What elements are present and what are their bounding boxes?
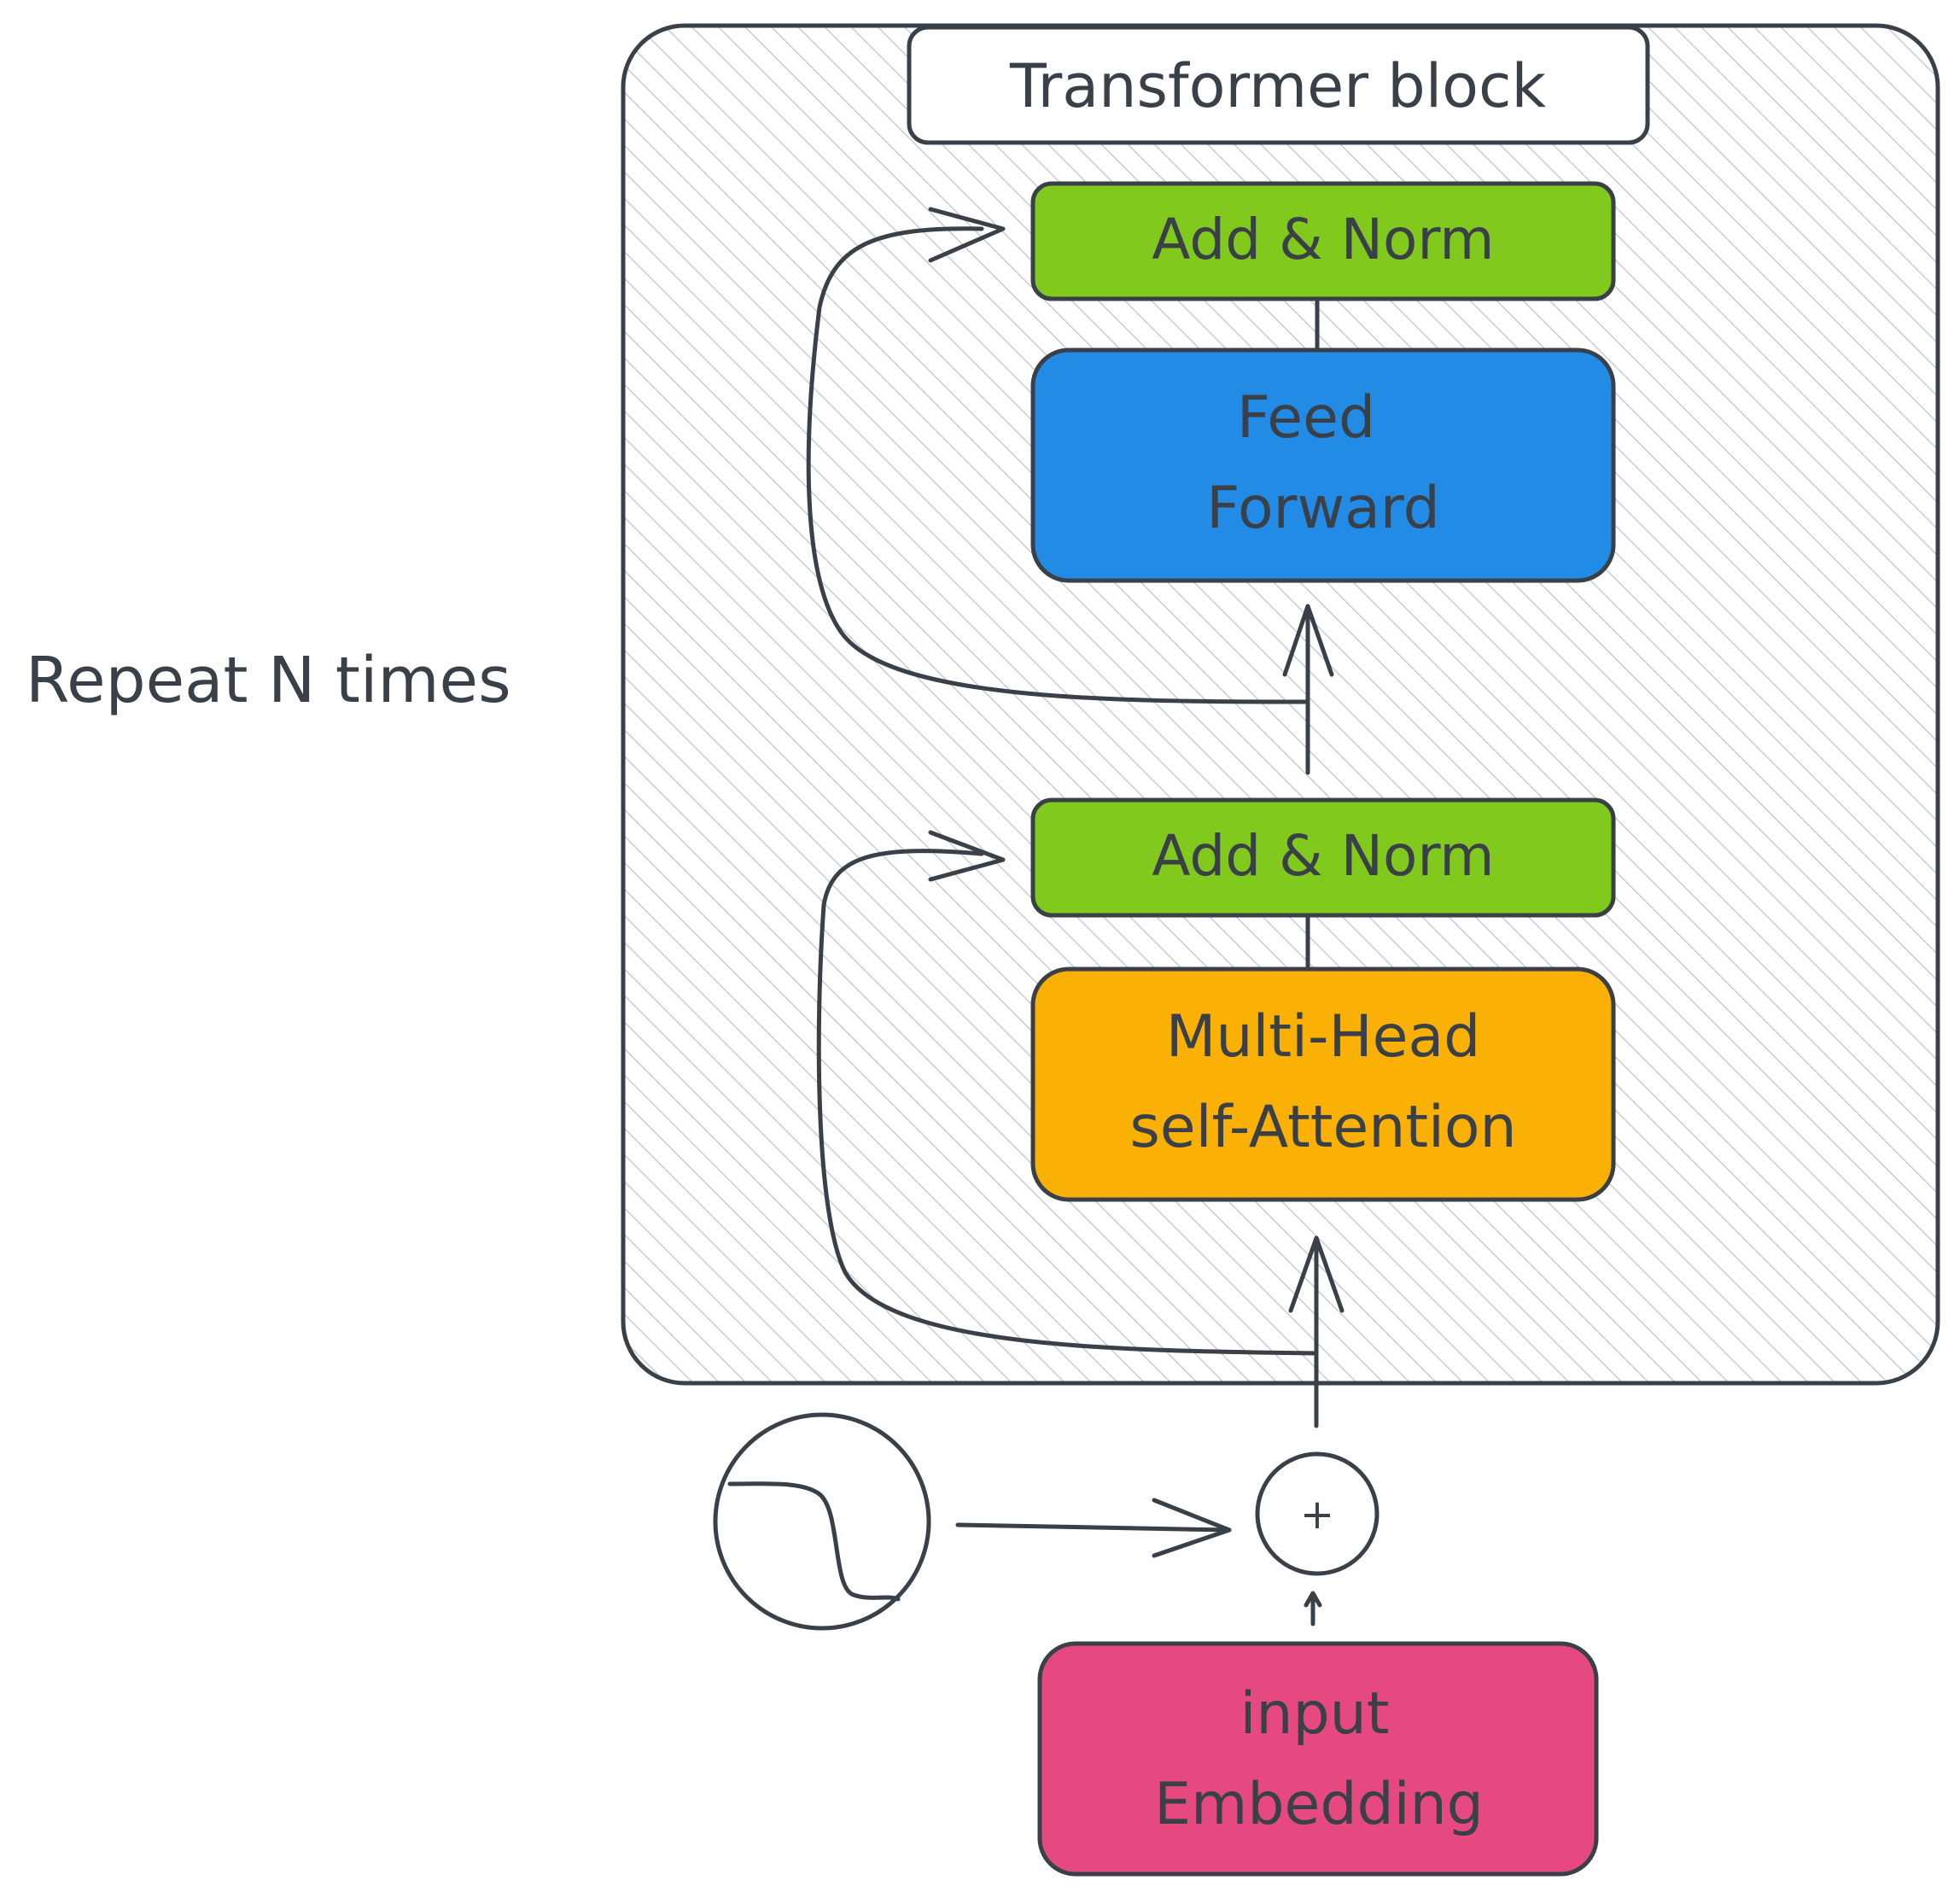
feed-forward-label-line1: Feed — [1237, 384, 1375, 452]
residual-arrow-bottom — [816, 830, 1319, 1356]
attention-label-line1: Multi-Head — [1166, 1003, 1481, 1071]
attention-box — [1030, 967, 1616, 1202]
add-norm-bottom-box — [1030, 797, 1616, 918]
block-title-box — [907, 25, 1650, 145]
feed-forward-label-line2: Forward — [1206, 475, 1439, 542]
arrow-embedding-to-sum — [1304, 1591, 1322, 1626]
arrow-to-attention — [1288, 1235, 1345, 1428]
add-norm-top-label: Add & Norm — [1152, 207, 1494, 272]
sum-node: + — [1255, 1451, 1380, 1576]
transformer-block: Transformer block Add & Norm Feed Forwar… — [621, 23, 1940, 1428]
repeat-label: Repeat N times — [26, 644, 511, 717]
input-embedding-box — [1037, 1641, 1599, 1877]
positional-encoding-icon — [713, 1412, 931, 1631]
add-norm-bottom-label: Add & Norm — [1152, 823, 1494, 889]
arrow-to-sum — [955, 1498, 1232, 1558]
block-title: Transformer block — [1009, 51, 1546, 121]
residual-arrow-top — [806, 207, 1310, 704]
add-norm-top-box — [1030, 181, 1616, 301]
arrow-to-feed-forward — [1282, 604, 1334, 775]
input-embedding-label-line1: input — [1240, 1680, 1390, 1748]
attention-label-line2: self-Attention — [1129, 1094, 1516, 1161]
input-embedding-label-line2: Embedding — [1154, 1771, 1484, 1838]
feed-forward-box — [1030, 347, 1616, 583]
sum-symbol: + — [1300, 1491, 1334, 1539]
